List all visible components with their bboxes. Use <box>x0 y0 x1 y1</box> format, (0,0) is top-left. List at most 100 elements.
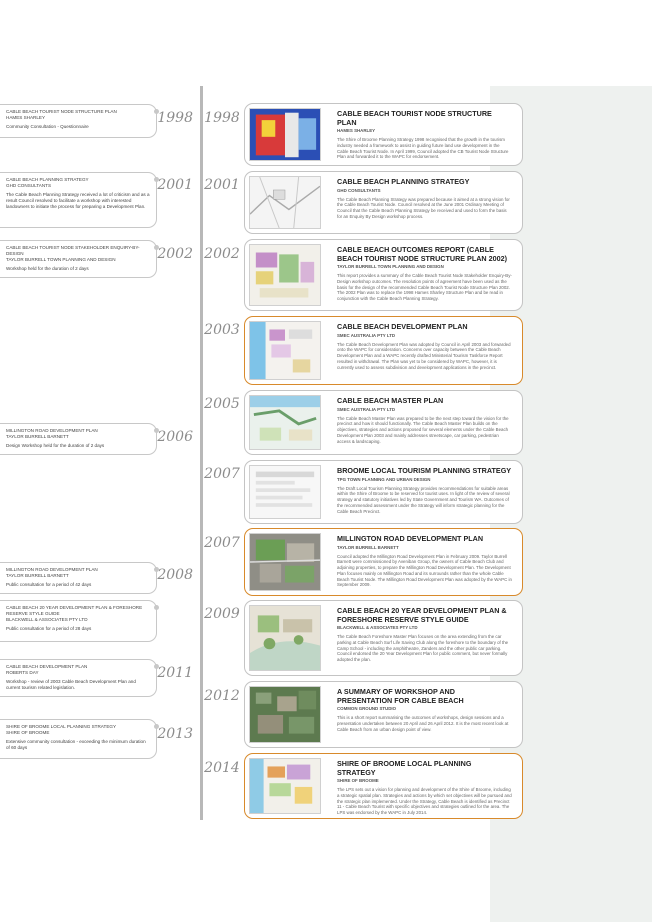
card-description: The Cable Beach Foreshore Master Plan fo… <box>337 634 509 663</box>
card-description: The Cable Beach Development Plan was ado… <box>337 341 511 370</box>
left-entry-description: Community Consultation - Questionnaire <box>6 124 89 129</box>
connector-dot <box>154 605 159 610</box>
left-entry-description: Extensive community consultation - excee… <box>6 739 146 750</box>
card-title: CABLE BEACH PLANNING STRATEGY <box>337 177 470 186</box>
left-entry-subtitle: TAYLOR BURRELL BARNETT <box>6 573 69 578</box>
card-2005: CABLE BEACH MASTER PLAN SMEC AUSTRALIA P… <box>244 390 523 455</box>
card-description: This report provides a summary of the Ca… <box>337 273 512 302</box>
plan-thumbnail <box>249 108 321 161</box>
card-2009: CABLE BEACH 20 YEAR DEVELOPMENT PLAN & F… <box>244 600 523 676</box>
card-2003: CABLE BEACH DEVELOPMENT PLAN SMEC AUSTRA… <box>244 316 523 385</box>
left-entry-title: CABLE BEACH 20 YEAR DEVELOPMENT PLAN & F… <box>6 605 143 616</box>
left-entry-1998: CABLE BEACH TOURIST NODE STRUCTURE PLAN … <box>0 104 159 138</box>
connector-dot <box>154 109 159 114</box>
card-subtitle: SMEC AUSTRALIA PTY LTD <box>337 332 396 338</box>
card-title: CABLE BEACH TOURIST NODE STRUCTURE PLAN <box>337 109 492 127</box>
right-year-1998: 1998 <box>204 110 240 126</box>
left-year-1998: 1998 <box>157 110 193 126</box>
connector-dot <box>154 245 159 250</box>
card-description: The Cable Beach Planning Strategy was pr… <box>337 196 510 219</box>
card-subtitle: GHD CONSULTANTS <box>337 187 381 193</box>
left-entry-2013: SHIRE OF BROOME LOCAL PLANNING STRATEGY … <box>0 719 159 759</box>
left-entry-description: Public consultation for a period of 28 d… <box>6 626 92 631</box>
left-year-2002: 2002 <box>157 246 193 262</box>
card-subtitle: BLACKWELL & ASSOCIATES PTY LTD <box>337 625 418 630</box>
left-entry-title: MILLINGTON ROAD DEVELOPMENT PLAN <box>6 567 98 572</box>
card-title: CABLE BEACH 20 YEAR DEVELOPMENT PLAN & F… <box>337 606 507 624</box>
card-2007-millington: MILLINGTON ROAD DEVELOPMENT PLAN TAYLOR … <box>244 528 523 596</box>
right-year-2003: 2003 <box>204 322 240 338</box>
left-year-2008: 2008 <box>157 567 193 583</box>
left-entry-description: The Cable Beach Planning Strategy receiv… <box>6 192 150 209</box>
left-entry-2011: CABLE BEACH DEVELOPMENT PLAN ROBERTS DAY… <box>0 659 159 697</box>
left-entry-2009: CABLE BEACH 20 YEAR DEVELOPMENT PLAN & F… <box>0 600 159 642</box>
plan-thumbnail <box>249 176 321 229</box>
card-title: BROOME LOCAL TOURISM PLANNING STRATEGY <box>337 466 512 475</box>
card-description: The Shire of Broome Planning Strategy 19… <box>337 137 509 160</box>
left-entry-2002: CABLE BEACH TOURIST NODE STAKEHOLDER ENQ… <box>0 240 159 278</box>
card-subtitle: COMMON GROUND STUDIO <box>337 706 397 711</box>
card-subtitle: TAYLOR BURRELL TOWN PLANNING AND DESIGN <box>337 264 444 269</box>
left-entry-2001: CABLE BEACH PLANNING STRATEGY GHD CONSUL… <box>0 172 159 228</box>
left-entry-description: Design Workshop held for the duration of… <box>6 443 105 448</box>
left-entry-subtitle: BLACKWELL & ASSOCIATES PTY LTD <box>6 617 88 622</box>
left-entry-2006: MILLINGTON ROAD DEVELOPMENT PLAN TAYLOR … <box>0 423 159 455</box>
left-entry-2008: MILLINGTON ROAD DEVELOPMENT PLAN TAYLOR … <box>0 562 159 594</box>
card-title: SHIRE OF BROOME LOCAL PLANNING STRATEGY <box>337 759 472 777</box>
left-entry-title: CABLE BEACH TOURIST NODE STAKEHOLDER ENQ… <box>6 245 140 256</box>
card-subtitle: TPG TOWN PLANNING AND URBAN DESIGN <box>337 476 431 482</box>
left-entry-subtitle: TAYLOR BURRELL TOWN PLANNING AND DESIGN <box>6 257 116 262</box>
left-entry-title: CABLE BEACH PLANNING STRATEGY <box>6 177 89 182</box>
card-1998: CABLE BEACH TOURIST NODE STRUCTURE PLAN … <box>244 103 523 166</box>
left-entry-subtitle: ROBERTS DAY <box>6 670 39 675</box>
left-entry-subtitle: HAMES SHARLEY <box>6 115 46 120</box>
left-entry-subtitle: TAYLOR BURRELL BARNETT <box>6 434 69 439</box>
left-year-2011: 2011 <box>157 665 193 681</box>
connector-dot <box>154 177 159 182</box>
connector-dot <box>154 428 159 433</box>
card-title: CABLE BEACH MASTER PLAN <box>337 396 444 405</box>
card-description: This is a short report summarising the o… <box>337 715 509 732</box>
card-title: CABLE BEACH OUTCOMES REPORT (CABLE BEACH… <box>337 245 507 263</box>
right-year-2009: 2009 <box>204 606 240 622</box>
card-2001: CABLE BEACH PLANNING STRATEGY GHD CONSUL… <box>244 171 523 234</box>
plan-thumbnail <box>249 533 321 591</box>
right-year-2001: 2001 <box>204 177 240 193</box>
card-title: A SUMMARY OF WORKSHOP AND PRESENTATION F… <box>337 687 464 705</box>
plan-thumbnail <box>249 244 321 306</box>
timeline-spine <box>200 86 203 820</box>
card-description: Council adopted the Millington Road Deve… <box>337 553 512 588</box>
plan-thumbnail <box>249 395 321 450</box>
right-year-2012: 2012 <box>204 688 240 704</box>
left-entry-description: Workshop held for the duration of 2 days <box>6 266 89 271</box>
plan-thumbnail <box>249 465 321 519</box>
right-year-2007a: 2007 <box>204 466 240 482</box>
card-2014: SHIRE OF BROOME LOCAL PLANNING STRATEGY … <box>244 753 523 819</box>
card-title: MILLINGTON ROAD DEVELOPMENT PLAN <box>337 534 484 543</box>
card-subtitle: HAMES SHARLEY <box>337 128 376 133</box>
card-subtitle: SMEC AUSTRALIA PTY LTD <box>337 406 396 412</box>
left-year-2001: 2001 <box>157 177 193 193</box>
left-entry-title: CABLE BEACH DEVELOPMENT PLAN <box>6 664 88 669</box>
card-description: The Draft Local Tourism Planning Strateg… <box>337 485 510 514</box>
left-entry-description: Public consultation for a period of 42 d… <box>6 582 92 587</box>
left-entry-subtitle: SHIRE OF BROOME <box>6 730 50 735</box>
card-subtitle: TAYLOR BURRELL BARNETT <box>337 544 399 550</box>
plan-thumbnail <box>249 686 321 743</box>
left-entry-subtitle: GHD CONSULTANTS <box>6 183 52 188</box>
right-year-2005: 2005 <box>204 396 240 412</box>
card-description: The LPS sets out a vision for planning a… <box>337 787 512 816</box>
left-entry-title: SHIRE OF BROOME LOCAL PLANNING STRATEGY <box>6 724 117 729</box>
card-2012: A SUMMARY OF WORKSHOP AND PRESENTATION F… <box>244 681 523 748</box>
connector-dot <box>154 664 159 669</box>
card-2002: CABLE BEACH OUTCOMES REPORT (CABLE BEACH… <box>244 239 523 311</box>
right-year-2002: 2002 <box>204 246 240 262</box>
card-2007-tourism: BROOME LOCAL TOURISM PLANNING STRATEGY T… <box>244 460 523 524</box>
right-year-2014: 2014 <box>204 760 240 776</box>
left-year-2013: 2013 <box>157 726 193 742</box>
connector-dot <box>154 567 159 572</box>
left-year-2006: 2006 <box>157 429 193 445</box>
plan-thumbnail <box>249 605 321 671</box>
card-title: CABLE BEACH DEVELOPMENT PLAN <box>337 322 468 331</box>
left-entry-title: CABLE BEACH TOURIST NODE STRUCTURE PLAN <box>6 109 117 114</box>
